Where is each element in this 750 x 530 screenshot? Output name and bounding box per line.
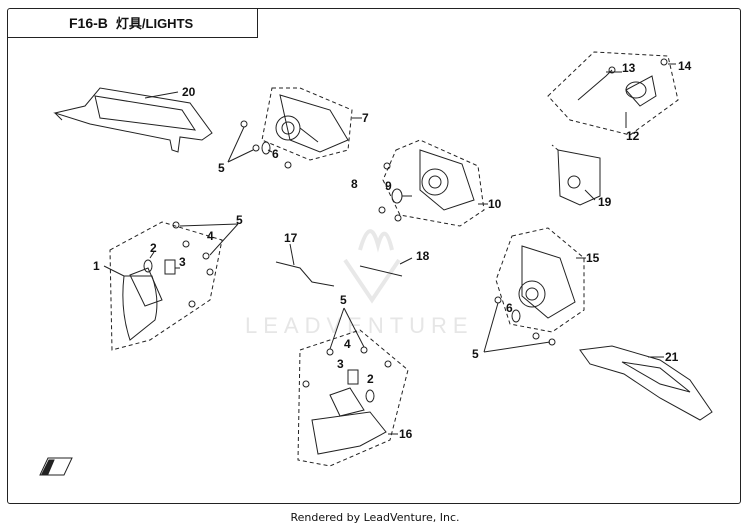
callout-18: 18 [416,249,430,263]
part-12-rear-light-icon [547,51,679,136]
screw-8-icon [378,162,402,222]
part-13-wire-icon [577,66,622,101]
callout-6-top: 6 [272,147,279,161]
callout-1: 1 [93,259,100,273]
watermark-logo-icon [343,229,401,304]
part-19-cover-icon [557,149,601,206]
callout-4-left: 4 [207,229,214,243]
bulb-2a-icon [143,251,155,273]
front-direction-icon [39,457,73,476]
callout-12: 12 [626,129,640,143]
callout-5-left: 5 [236,213,243,227]
socket-3b-icon [347,369,359,385]
bulb-6b-icon [511,309,521,323]
callout-10: 10 [488,197,502,211]
screws-5b-icon [172,221,239,308]
callout-8: 8 [351,177,358,191]
callout-6-right: 6 [506,301,513,315]
callout-2-bottom: 2 [367,372,374,386]
screws-5a-icon [227,120,292,169]
callout-19: 19 [598,195,612,209]
callout-13: 13 [622,61,636,75]
screw-14-icon [660,58,676,66]
callout-3-left: 3 [179,255,186,269]
watermark-text: LEADVENTURE [245,313,474,338]
diagram-title: 灯具/LIGHTS [115,16,194,31]
callout-5-right: 5 [472,347,479,361]
diagram-frame [7,8,741,504]
callout-15: 15 [586,251,600,265]
part-17-rod-icon [275,243,335,287]
callout-21: 21 [665,350,679,364]
socket-3a-icon [164,259,180,275]
diagram-code: F16-B [69,14,108,31]
leader-19a [551,144,559,151]
title-box: F16-B 灯具/LIGHTS [7,8,258,38]
callout-2-left: 2 [150,241,157,255]
callout-9: 9 [385,179,392,193]
bulb-6a-icon [261,141,273,155]
leader-1 [103,265,125,277]
callout-5-top: 5 [218,161,225,175]
part-1-turn-signal-icon [109,221,223,351]
bulb-9-icon [391,188,412,204]
callout-20: 20 [182,85,196,99]
part-15-headlamp-icon [495,227,585,333]
callout-4-bottom: 4 [344,337,351,351]
callout-17: 17 [284,231,298,245]
callout-14: 14 [678,59,692,73]
callout-16: 16 [399,427,413,441]
callout-3-bottom: 3 [337,357,344,371]
callout-7: 7 [362,111,369,125]
bulb-2b-icon [365,389,375,403]
callout-5-bottom: 5 [340,293,347,307]
leader-20 [144,91,179,99]
part-20-bracket-icon [53,87,213,153]
part-18-rod-icon [359,257,413,277]
part-16-turn-signal-icon [297,329,409,467]
screws-5c-icon [483,296,556,353]
part-7-headlamp-icon [261,87,353,161]
part-10-headlamp-icon [382,139,485,227]
part-21-bracket-icon [579,345,713,421]
footer-credit: Rendered by LeadVenture, Inc. [290,511,460,524]
screws-5d-icon [302,307,392,388]
